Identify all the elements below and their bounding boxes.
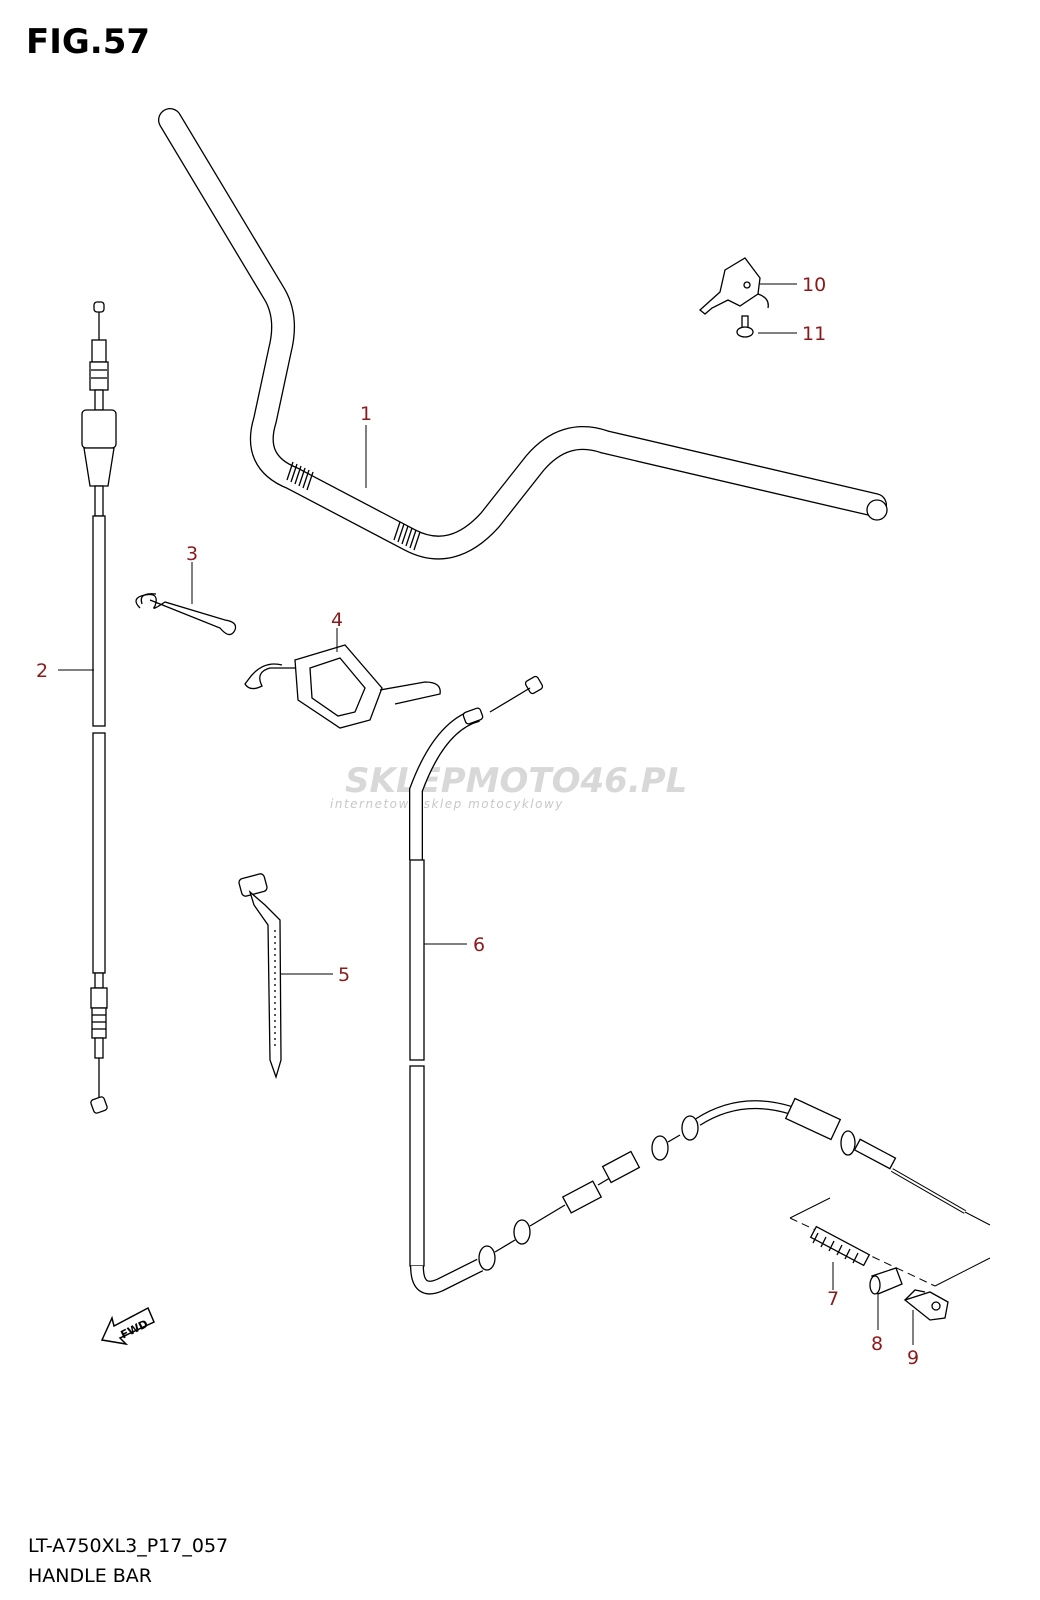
callout-1: 1 — [360, 403, 372, 425]
callout-2: 2 — [36, 660, 48, 682]
callout-5: 5 — [338, 964, 350, 986]
holder-part-10[interactable] — [698, 257, 769, 315]
callouts: 1 2 3 4 5 6 7 8 9 10 11 — [36, 274, 919, 1369]
cable-part-2[interactable] — [81, 301, 117, 1114]
callout-3: 3 — [186, 543, 198, 565]
spring-part-7[interactable] — [809, 1225, 871, 1267]
fwd-arrow-icon: FWD — [100, 1306, 155, 1346]
callout-4: 4 — [331, 609, 343, 631]
callout-8: 8 — [871, 1333, 883, 1355]
clip-part-3[interactable] — [135, 593, 237, 636]
handlebar-part-1[interactable] — [158, 108, 888, 560]
svg-text:internetowy sklep motocyklowy: internetowy sklep motocyklowy — [330, 797, 564, 811]
leader-lines — [58, 283, 914, 1345]
callout-7: 7 — [827, 1288, 839, 1310]
cable-tie-part-5[interactable] — [238, 873, 282, 1080]
end-fitting-part-9[interactable] — [903, 1289, 949, 1321]
svg-text:SKLEPMOTO46.PL: SKLEPMOTO46.PL — [345, 761, 687, 801]
bracket-part-4[interactable] — [244, 644, 441, 729]
sleeve-part-8[interactable] — [869, 1267, 903, 1295]
callout-6: 6 — [473, 934, 485, 956]
model-code: LT-A750XL3_P17_057 — [28, 1535, 229, 1557]
screw-part-11[interactable] — [736, 315, 754, 338]
callout-11: 11 — [802, 323, 826, 345]
figure-title: FIG.57 — [26, 22, 151, 62]
section-name: HANDLE BAR — [28, 1565, 152, 1587]
callout-10: 10 — [802, 274, 826, 296]
knurled-section — [286, 461, 421, 551]
callout-9: 9 — [907, 1347, 919, 1369]
watermark: SKLEPMOTO46.PL internetowy sklep motocyk… — [330, 761, 687, 811]
throttle-cable-part-6[interactable] — [409, 675, 966, 1295]
